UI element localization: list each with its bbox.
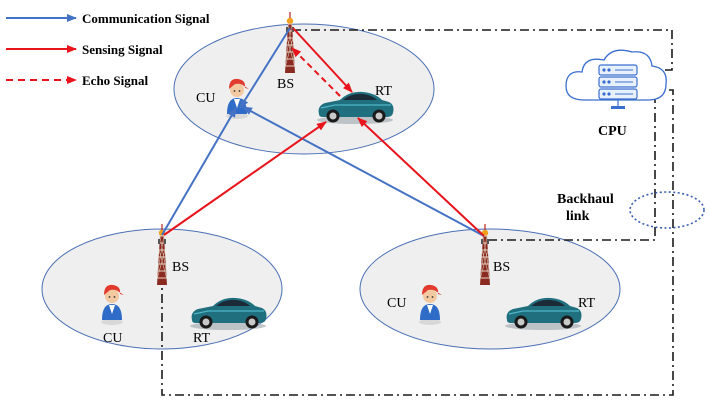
legend-echo-label: Echo Signal	[82, 73, 148, 88]
cell-top	[173, 23, 435, 155]
top-cu-label: CU	[196, 91, 215, 106]
sensing-signals	[163, 27, 485, 237]
right-cu-label: CU	[387, 296, 406, 311]
top-bs-label: BS	[277, 77, 294, 92]
legend: Communication Signal Sensing Signal Echo…	[6, 11, 210, 88]
legend-sensing-label: Sensing Signal	[82, 42, 163, 57]
echo-signal	[291, 47, 341, 97]
left-cu-label: CU	[103, 331, 122, 346]
backhaul-label-line1: Backhaul	[557, 192, 614, 207]
right-rt-label: RT	[578, 296, 595, 311]
cpu-label: CPU	[598, 124, 627, 139]
cell-right	[359, 228, 621, 350]
left-bs-label: BS	[172, 260, 189, 275]
top-rt-label: RT	[375, 84, 392, 99]
communication-signals	[161, 27, 485, 237]
server-icon	[598, 64, 638, 109]
backhaul-label-line2: link	[566, 209, 590, 224]
right-bs-label: BS	[493, 260, 510, 275]
left-rt-label: RT	[193, 331, 210, 346]
legend-communication-label: Communication Signal	[82, 11, 210, 26]
backhaul-link-ring	[629, 191, 705, 229]
